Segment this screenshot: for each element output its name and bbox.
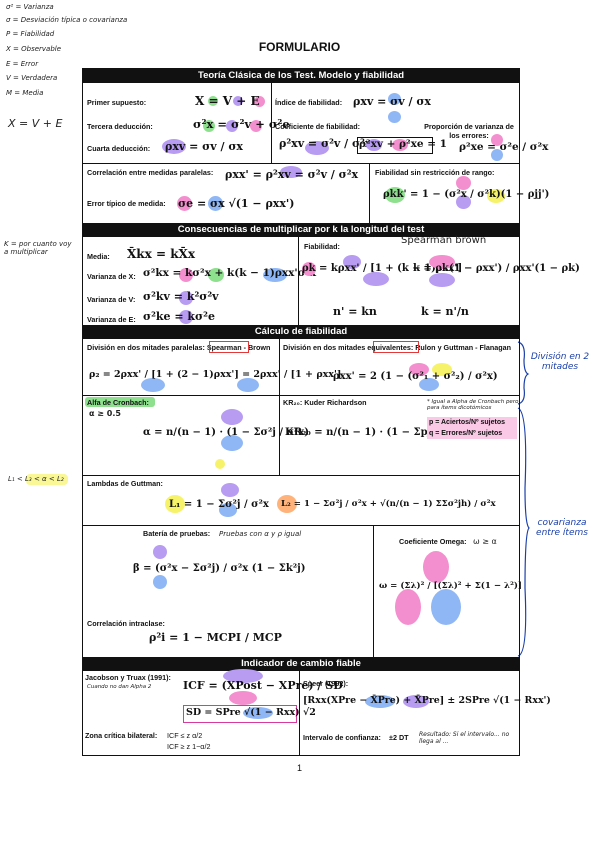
varianza-v-label: Varianza de V: xyxy=(87,295,136,304)
omega-formula: ω = (Σλ)² / [(Σλ)² + Σ(1 − λ²)] xyxy=(379,581,522,591)
intervalo-confianza-value: ±2 DT xyxy=(389,733,409,742)
resultado-note: Resultado: Si el intervalo... no llega a… xyxy=(419,731,510,745)
correlacion-paralelas-label: Correlación entre medidas paralelas: xyxy=(87,168,214,177)
bateria-pruebas-label: Batería de pruebas: xyxy=(143,529,211,538)
correlacion-intraclase-label: Correlación intraclase: xyxy=(87,619,165,628)
jacobson-truax-label: Jacobson y Truax (1991): xyxy=(85,673,171,682)
legend-verdadera: V = Verdadera xyxy=(6,74,58,82)
lambda-order-text: L₁ < L₃ < α < L₂ xyxy=(8,475,64,483)
covarianza-items-note: covarianza entre ítems xyxy=(536,518,588,538)
section-title-cambio-fiable: Indicador de cambio fiable xyxy=(83,657,519,671)
fiabilidad-sin-restriccion-label: Fiabilidad sin restricción de rango: xyxy=(375,168,495,177)
correlacion-paralelas-formula: ρxx' = ρ²xv = σ²v / σ²x xyxy=(225,168,359,181)
tercera-deduccion-label: Tercera deducción: xyxy=(87,122,153,131)
coeficiente-omega-label: Coeficiente Omega: xyxy=(399,537,467,546)
mitades-equivalentes-formula: ρxx' = 2 (1 − (σ²₁ + σ²₂) / σ²x) xyxy=(333,371,498,382)
mitades-equivalentes-label: División en dos mitades equivalentes: Ru… xyxy=(283,343,512,352)
speer-formula: [Rxx(XPre − X̄Pre) + X̄Pre] ± 2SPre √(1 … xyxy=(303,695,551,706)
coeficiente-fiabilidad-label: Coeficiente de fiabilidad: xyxy=(275,122,361,131)
blue-braces xyxy=(517,341,530,657)
media-label: Media: xyxy=(87,252,110,261)
zona-critica-2: ICF ≥ z 1−α/2 xyxy=(167,742,211,751)
alfa-cronbach-note: α ≥ 0.5 xyxy=(89,409,121,418)
icf-formula: ICF = (XPost − XPre) / SD xyxy=(183,679,343,692)
tercera-deduccion-formula: σ²x = σ²v + σ²e xyxy=(193,117,290,131)
cuarta-deduccion-label: Cuarta deducción: xyxy=(87,144,151,153)
lambda1-formula: L₁ = 1 − Σσ²j / σ²x xyxy=(169,499,269,510)
mitades-paralelas-label: División en dos mitades paralelas: Spear… xyxy=(87,343,271,352)
legend-observable: X = Observable xyxy=(6,45,62,53)
page-title: FORMULARIO xyxy=(258,40,341,54)
primer-supuesto-formula: X = V + E xyxy=(195,94,260,108)
q-definicion: q = Errores/Nº sujetos xyxy=(429,430,503,437)
legend-desviacion: σ = Desviación típica o covarianza xyxy=(6,16,128,24)
kr20-label: KR₂₀: Kuder Richardson xyxy=(283,398,367,407)
legend-varianza: σ² = Varianza xyxy=(6,3,54,11)
k-n-formula: k = n'/n xyxy=(421,305,469,318)
section-title-teoria-clasica: Teoría Clásica de los Test. Modelo y fia… xyxy=(83,69,519,83)
legend-error: E = Error xyxy=(6,60,39,68)
lambdas-guttman-label: Lambdas de Guttman: xyxy=(87,479,163,488)
varianza-x-formula: σ²kx = kσ²x + k(k − 1)ρxx'σ²x xyxy=(143,267,317,279)
sd-formula: SD = SPre √(1 − Rxx) √2 xyxy=(186,707,316,718)
fiabilidad-sin-restriccion-formula: ρkk' = 1 − (σ²x / σ²k)(1 − ρjj') xyxy=(383,189,550,200)
legend-equation: X = V + E xyxy=(8,117,63,130)
page-number: 1 xyxy=(296,763,302,773)
error-tipico-label: Error típico de medida: xyxy=(87,199,166,208)
section-title-calculo-fiabilidad: Cálculo de fiabilidad xyxy=(83,325,519,339)
indice-fiabilidad-formula: ρxv = σv / σx xyxy=(353,95,431,108)
intraclase-formula: ρ²i = 1 − MCPI / MCP xyxy=(149,631,282,644)
zona-critica-1: ICF ≤ z α/2 xyxy=(167,731,203,740)
bateria-pruebas-note: Pruebas con α y ρ igual xyxy=(219,530,302,538)
jacobson-truax-note: Cuando no dan Alpha 2 xyxy=(87,684,152,690)
proporcion-varianza-label: Proporción de varianza de los errores: xyxy=(424,122,514,140)
k-note: K = por cuanto voy a multiplicar xyxy=(4,240,72,256)
legend-media: M = Media xyxy=(6,89,44,97)
n-prima-formula: n' = kn xyxy=(333,305,377,318)
varianza-e-label: Varianza de E: xyxy=(87,315,136,324)
primer-supuesto-label: Primer supuesto: xyxy=(87,98,147,107)
lambda-order-note: L₁ < L₃ < α < L₂ xyxy=(8,474,68,485)
fiabilidad-sb-label: Fiabilidad: xyxy=(304,242,340,251)
lambda2-formula: L₂ = 1 − Σσ²j / σ²x + √(n/(n − 1) ΣΣσ²jh… xyxy=(281,499,496,509)
spearman-brown-note: Spearman brown xyxy=(401,235,487,246)
fiabilidad-sb-formula: ρk = kρxx' / [1 + (k − 1)ρxx'] xyxy=(302,263,463,274)
cuarta-deduccion-formula: ρxv = σv / σx xyxy=(165,140,243,153)
varianza-e-formula: σ²ke = kσ²e xyxy=(143,310,215,323)
mitades-paralelas-formula: ρ₂ = 2ρxx' / [1 + (2 − 1)ρxx'] = 2ρxx' /… xyxy=(89,369,342,380)
kr20-star-note: * Igual a Alpha de Cronbach pero para ít… xyxy=(427,399,519,411)
alfa-cronbach-formula: α = n/(n − 1) · (1 − Σσ²j / σ²x) xyxy=(143,427,309,438)
kr20-formula: KR₂₀ = n/(n − 1) · (1 − Σpjqj / σ²x) xyxy=(285,427,475,438)
varianza-v-formula: σ²kv = k²σ²v xyxy=(143,290,219,303)
legend-fiabilidad: P = Fiabilidad xyxy=(6,30,55,38)
coeficiente-omega-note: ω ≥ α xyxy=(473,537,497,546)
intervalo-confianza-label: Intervalo de confianza: xyxy=(303,733,381,742)
k-despejada-formula: k = ρk(1 − ρxx') / ρxx'(1 − ρk) xyxy=(413,263,580,274)
error-tipico-formula: σe = σx √(1 − ρxx') xyxy=(178,197,295,210)
indice-fiabilidad-label: Índice de fiabilidad: xyxy=(275,98,343,107)
section-title-multiplicar-k: Consecuencias de multiplicar por k la lo… xyxy=(83,223,519,237)
coeficiente-fiabilidad-formula: ρ²xv = σ²v / σ²x xyxy=(279,137,372,150)
beta-formula: β = (σ²x − Σσ²j) / σ²x (1 − Σk²j) xyxy=(133,563,306,574)
proporcion-varianza-formula: ρ²xe = σ²e / σ²x xyxy=(459,141,549,153)
p-definicion: p = Aciertos/Nº sujetos xyxy=(429,419,506,426)
varianza-x-label: Varianza de X: xyxy=(87,272,136,281)
speer-label: Speer (1992): xyxy=(303,679,349,688)
alfa-cronbach-label: Alfa de Cronbach: xyxy=(87,398,149,407)
division-mitades-note: División en 2 mitades xyxy=(530,352,590,372)
zona-critica-label: Zona crítica bilateral: xyxy=(85,731,158,740)
coeficiente-fiabilidad-suma: ρ²xv + ρ²xe = 1 xyxy=(359,138,447,150)
formula-sheet: Teoría Clásica de los Test. Modelo y fia… xyxy=(82,68,580,756)
media-formula: X̄kx = kX̄x xyxy=(127,247,195,261)
